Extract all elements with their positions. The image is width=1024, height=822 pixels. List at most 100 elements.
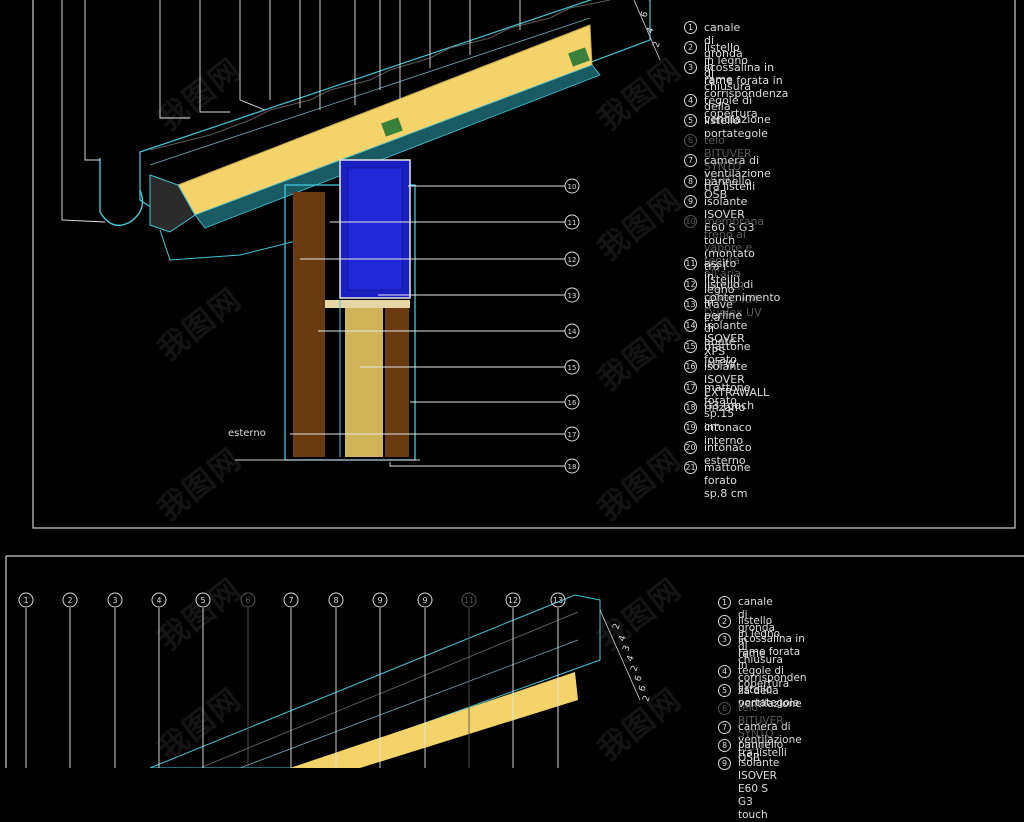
- svg-text:6: 6: [637, 684, 648, 693]
- legend-number: 3: [718, 633, 731, 646]
- svg-text:1: 1: [23, 596, 28, 605]
- callout-bubble: 3: [107, 592, 123, 608]
- wall-brick-right: [385, 305, 409, 457]
- legend-label: isolante ISOVER XPS INT-W: [704, 319, 748, 371]
- svg-text:15: 15: [568, 364, 577, 372]
- legend-number: 7: [718, 721, 731, 734]
- beam-core: [347, 167, 403, 291]
- svg-text:9: 9: [377, 596, 382, 605]
- legend-item: 8 pannello OSB: [718, 739, 783, 765]
- callout-bubble: 12: [564, 251, 580, 267]
- legend-label: telo BITUVER SYNTO LIGHT: [738, 702, 784, 753]
- svg-text:2: 2: [67, 596, 72, 605]
- legend-number: 13: [684, 298, 697, 311]
- legend-label: listello portategole: [704, 114, 768, 140]
- legend-number: 15: [684, 340, 697, 353]
- legend-item: 14 isolante ISOVER XPS INT-W: [684, 319, 747, 371]
- legend-label: rinzaffo: [704, 401, 746, 414]
- svg-text:5: 5: [200, 596, 205, 605]
- legend-number: 12: [684, 278, 697, 291]
- legend-number: 3: [684, 61, 697, 74]
- svg-text:2: 2: [641, 694, 652, 703]
- svg-text:2: 2: [651, 40, 662, 49]
- legend-number: 6: [684, 134, 697, 147]
- legend-label: pannello OSB: [704, 175, 752, 201]
- legend-number: 8: [718, 739, 731, 752]
- beam-xps: [325, 300, 410, 308]
- top-dimension: 6 4 2: [633, 0, 663, 61]
- svg-text:18: 18: [568, 463, 577, 471]
- eave-soffit: [159, 229, 301, 261]
- legend-number: 6: [718, 702, 731, 715]
- legend-label: pannello OSB: [738, 739, 784, 764]
- callout-bubble: 9: [372, 592, 388, 608]
- legend-label: scossalina in rame forata in corrisponde…: [704, 61, 789, 126]
- legend-number: 10: [684, 215, 697, 228]
- legend-number: 16: [684, 360, 697, 373]
- callout-bubble: 7: [283, 592, 299, 608]
- legend-number: 21: [684, 461, 697, 474]
- batten-1: [381, 117, 403, 137]
- svg-text:6: 6: [639, 10, 650, 19]
- legend-label: mattone forato: [704, 340, 751, 366]
- roof-tiles-lower: [149, 17, 591, 166]
- legend-number: 8: [684, 175, 697, 188]
- svg-text:4: 4: [645, 26, 656, 35]
- legend-number: 14: [684, 319, 697, 332]
- svg-text:14: 14: [568, 328, 577, 336]
- legend-number: 18: [684, 401, 697, 414]
- legend-number: 9: [684, 195, 697, 208]
- wall-brick-left: [293, 192, 325, 457]
- legend-label: intonaco interno: [704, 421, 752, 447]
- legend-number: 1: [684, 21, 697, 34]
- callout-bubble: 5: [195, 592, 211, 608]
- legend-item: 1 canale di gronda in rame: [684, 21, 743, 86]
- legend-number: 5: [684, 114, 697, 127]
- callout-bubble: 17: [564, 426, 580, 442]
- callout-bubble: 14: [564, 323, 580, 339]
- callout-bubble: 15: [564, 359, 580, 375]
- callout-bubble: 18: [564, 458, 580, 474]
- legend-number: 2: [718, 615, 731, 628]
- svg-text:2: 2: [611, 622, 622, 631]
- legend-label: isolante ISOVER EXTRAWALL G3 touch: [704, 360, 770, 412]
- legend-item: 18 rinzaffo: [684, 401, 745, 414]
- svg-text:3: 3: [112, 596, 117, 605]
- legend-label: canale di gronda in rame: [704, 21, 743, 86]
- batten-2: [568, 47, 590, 67]
- gutter: [99, 158, 144, 226]
- callout-bubble: 1: [18, 592, 34, 608]
- roof-outer-band: [139, 0, 651, 221]
- legend-item: 6 telo BITUVER SYNTO LIGHT: [718, 702, 784, 754]
- eave-block: [149, 174, 196, 233]
- svg-text:7: 7: [288, 596, 293, 605]
- legend-label: membrana freno al vapore e tenuta all'ar…: [704, 215, 765, 319]
- svg-text:4: 4: [625, 654, 636, 663]
- bottom-roof-tiles: [199, 611, 579, 768]
- svg-text:6: 6: [245, 596, 250, 605]
- legend-item: 3 scossalina in rame forata in corrispond…: [684, 61, 788, 126]
- callout-bubble: 12: [505, 592, 521, 608]
- callout-bubble: 11: [564, 214, 580, 230]
- svg-text:10: 10: [568, 183, 577, 191]
- svg-text:13: 13: [568, 292, 577, 300]
- svg-text:3: 3: [621, 644, 632, 653]
- legend-label: tegole di copertura: [738, 665, 790, 690]
- legend-label: intonaco esterno: [704, 441, 752, 467]
- legend-label: isolante ISOVER E60 S G3 touch (montato …: [704, 195, 755, 286]
